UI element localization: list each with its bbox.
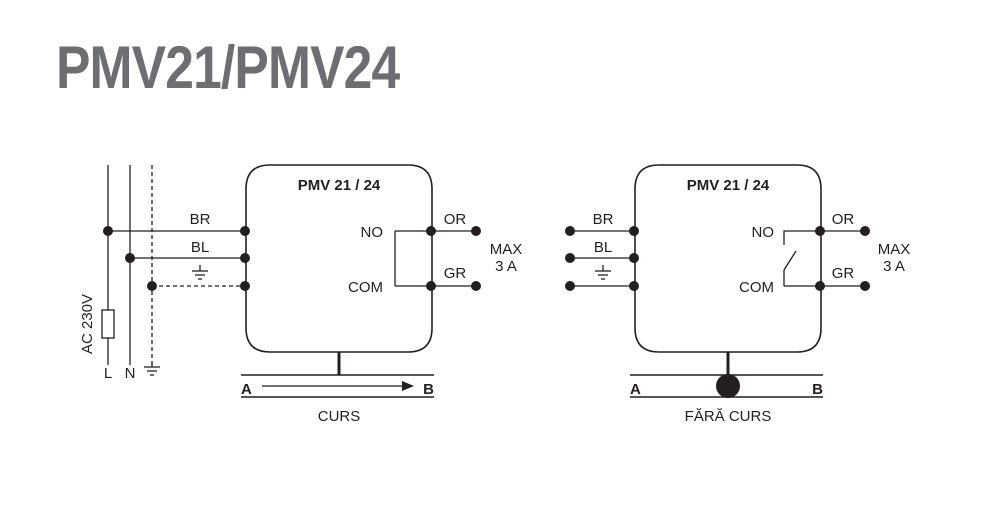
no-contact xyxy=(783,230,820,245)
terminal-dot xyxy=(426,226,436,236)
label-gr: GR xyxy=(444,265,467,282)
label-b: B xyxy=(812,381,823,398)
module-box xyxy=(245,164,433,353)
terminal-dot xyxy=(815,281,825,291)
arrow-head-icon xyxy=(402,381,414,391)
label-max: MAX xyxy=(878,241,911,258)
ground-icon xyxy=(192,265,208,280)
label-bl: BL xyxy=(191,239,209,256)
module-box xyxy=(634,164,822,353)
label-current: 3 A xyxy=(495,258,517,275)
ground-icon xyxy=(144,362,160,376)
terminal-dot xyxy=(860,281,870,291)
right-diagram xyxy=(570,164,865,398)
terminal-dot xyxy=(815,226,825,236)
label-br: BR xyxy=(190,211,211,228)
label-no: NO xyxy=(752,224,775,241)
terminal-dot xyxy=(565,226,575,236)
label-com: COM xyxy=(739,279,774,296)
module-title: PMV 21 / 24 xyxy=(298,177,381,194)
supply-label: AC 230V xyxy=(79,294,96,354)
label-l: L xyxy=(104,365,112,382)
junction-dot xyxy=(103,226,113,236)
label-or: OR xyxy=(832,211,855,228)
label-a: A xyxy=(241,381,252,398)
terminal-dot xyxy=(565,253,575,263)
page-title: PMV21/PMV24 xyxy=(56,34,400,101)
label-bl: BL xyxy=(594,239,612,256)
terminal-dot xyxy=(471,226,481,236)
caption: CURS xyxy=(318,408,361,425)
ground-icon xyxy=(595,265,611,280)
terminal-dot xyxy=(240,226,250,236)
terminal-dot xyxy=(240,281,250,291)
junction-dot xyxy=(147,281,157,291)
caption: FĂRĂ CURS xyxy=(685,408,772,425)
stopped-ball-icon xyxy=(716,374,740,398)
label-b: B xyxy=(423,381,434,398)
terminal-dot xyxy=(471,281,481,291)
label-br: BR xyxy=(593,211,614,228)
label-max: MAX xyxy=(490,241,523,258)
terminal-dot xyxy=(629,253,639,263)
label-or: OR xyxy=(444,211,467,228)
label-no: NO xyxy=(361,224,384,241)
terminal-dot xyxy=(426,281,436,291)
terminal-dot xyxy=(860,226,870,236)
label-gr: GR xyxy=(832,265,855,282)
module-title: PMV 21 / 24 xyxy=(687,177,770,194)
terminal-dot xyxy=(565,281,575,291)
terminal-dot xyxy=(629,226,639,236)
label-com: COM xyxy=(348,279,383,296)
label-a: A xyxy=(630,381,641,398)
open-contact-blade xyxy=(783,250,797,271)
left-diagram xyxy=(101,164,476,398)
junction-dot xyxy=(125,253,135,263)
terminal-dot xyxy=(240,253,250,263)
fuse-icon xyxy=(101,309,115,339)
label-n: N xyxy=(125,365,136,382)
terminal-dot xyxy=(629,281,639,291)
label-current: 3 A xyxy=(883,258,905,275)
